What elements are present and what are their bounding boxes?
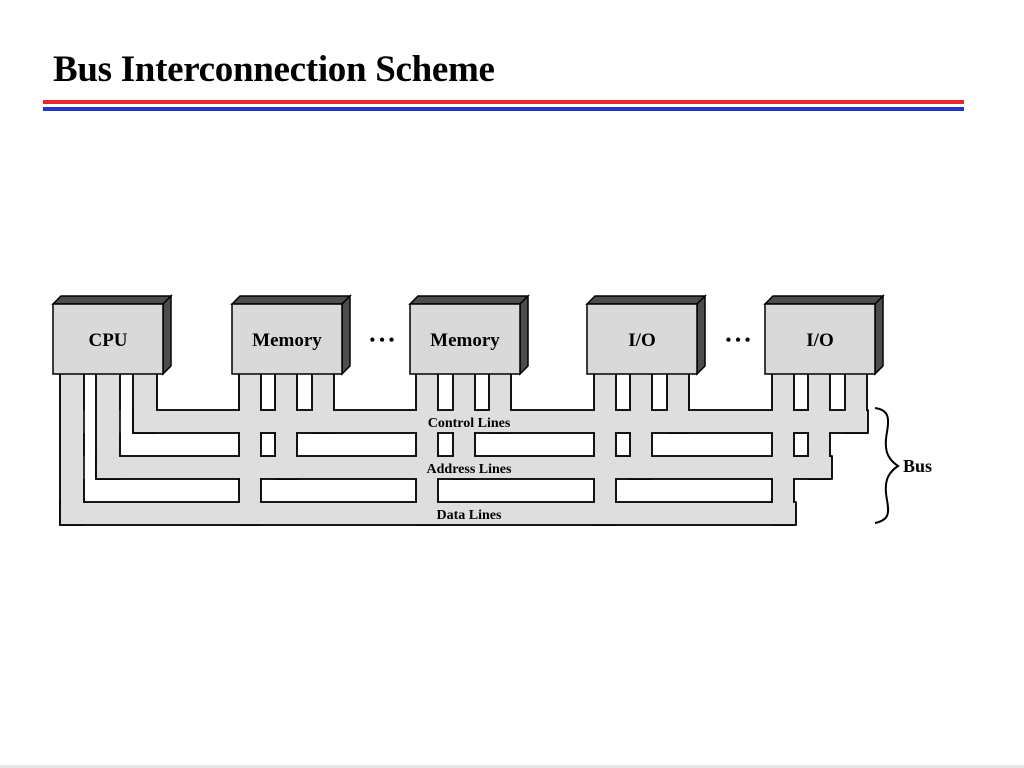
module-cpu-side-face <box>162 294 172 376</box>
module-memory-1-top-face <box>230 295 352 305</box>
module-io-1-top-face <box>585 295 707 305</box>
module-cpu: CPU <box>51 294 173 376</box>
module-cpu-front-face <box>52 303 164 375</box>
bus-connector-fill-4 <box>276 374 296 477</box>
bus-connector-fill-9 <box>595 374 615 523</box>
bus-connector-fill-5 <box>313 374 333 431</box>
module-cpu-top-face <box>51 295 173 305</box>
module-memory-1-front-face <box>231 303 343 375</box>
module-memory-1-side-face <box>341 294 351 376</box>
module-memory-1-label: Memory <box>252 330 322 351</box>
module-cpu-label: CPU <box>88 330 127 351</box>
bus-label: Bus <box>903 456 932 476</box>
bus-connector-fill-7 <box>454 374 474 477</box>
module-io-2-front-face <box>764 303 876 375</box>
module-io-1-label: I/O <box>628 330 655 351</box>
title-underline-blue <box>43 107 964 111</box>
bus-connector-fill-0 <box>61 374 83 523</box>
footer-divider <box>0 765 1024 768</box>
modules: CPU Memory Memory I/O I/O <box>51 294 885 376</box>
ellipsis-io: • • • <box>726 332 751 349</box>
module-io-1-side-face <box>696 294 706 376</box>
bus-connector-fill-13 <box>809 374 829 477</box>
control-lines-label: Control Lines <box>428 416 511 431</box>
module-io-2-side-face <box>874 294 884 376</box>
slide-title: Bus Interconnection Scheme <box>53 49 495 90</box>
bus-connector-fill-1 <box>97 374 119 477</box>
bus-connector-fill-11 <box>668 374 688 431</box>
module-memory-2-front-face <box>409 303 521 375</box>
bus-lines <box>59 372 869 526</box>
address-lines-label: Address Lines <box>427 462 512 477</box>
ellipsis-memory: • • • <box>370 332 395 349</box>
bus-brace <box>874 407 900 524</box>
module-io-2-label: I/O <box>806 330 833 351</box>
data-lines-label: Data Lines <box>437 508 503 523</box>
bus-connector-fill-3 <box>240 374 260 523</box>
module-memory-1: Memory <box>230 294 352 376</box>
module-io-1: I/O <box>585 294 707 376</box>
title-underline-red <box>43 100 964 104</box>
bus-connector-fill-8 <box>490 374 510 431</box>
module-memory-2-label: Memory <box>430 330 500 351</box>
bus-connector-fill-2 <box>134 374 156 431</box>
module-memory-2: Memory <box>408 294 530 376</box>
bus-connector-fill-14 <box>846 374 866 431</box>
bus-connector-fill-12 <box>773 374 793 523</box>
module-io-2-top-face <box>763 295 885 305</box>
bus-connector-fill-10 <box>631 374 651 477</box>
bus-connector-fill-6 <box>417 374 437 523</box>
module-io-2: I/O <box>763 294 885 376</box>
module-memory-2-side-face <box>519 294 529 376</box>
module-io-1-front-face <box>586 303 698 375</box>
module-memory-2-top-face <box>408 295 530 305</box>
